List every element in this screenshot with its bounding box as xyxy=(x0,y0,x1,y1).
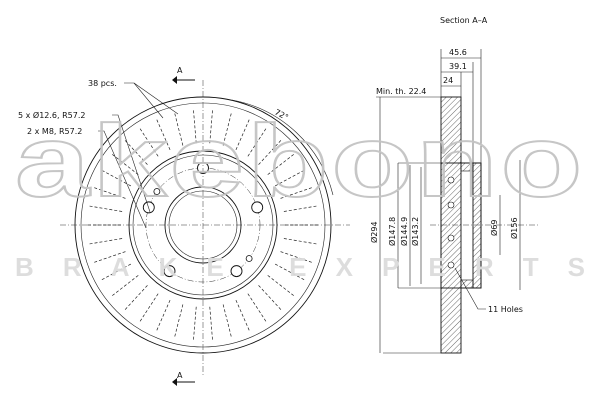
vent-slot xyxy=(156,299,171,332)
holes-leader xyxy=(454,267,486,310)
vent-slot xyxy=(88,238,123,245)
vents-note: 38 pcs. xyxy=(88,79,117,88)
cut-label-bottom: A xyxy=(177,371,183,380)
section-view: Section A–A 45.6 39.1 24 Min. th. 22.4 xyxy=(369,16,540,354)
vent-slot xyxy=(247,293,267,323)
hat-wall-bottom xyxy=(460,279,474,289)
dim-d-147: Ø147.8 xyxy=(387,217,397,246)
ring-vent-holes xyxy=(447,176,455,269)
dim-width-overall: 45.6 xyxy=(449,48,467,57)
hat-wall-top xyxy=(460,162,474,172)
min-thickness-note: Min. th. 22.4 xyxy=(376,87,426,96)
vent-slot xyxy=(111,275,139,297)
vent-slot xyxy=(267,153,295,175)
vent-slot xyxy=(124,285,148,311)
vent-holes xyxy=(87,109,319,341)
bolt-hole xyxy=(163,265,176,278)
vent-slot xyxy=(247,127,267,157)
watermark-tagline: BRAKE EXPERTS xyxy=(15,252,585,282)
bolt-holes-leader xyxy=(112,114,151,213)
vent-slot xyxy=(258,139,282,165)
vent-slot xyxy=(111,153,139,175)
vent-slot xyxy=(258,285,282,311)
dim-d-outer: Ø294 xyxy=(369,221,379,243)
dim-d-156: Ø156 xyxy=(509,217,519,239)
vent-slot xyxy=(139,127,159,157)
front-view: A A 72° 38 pcs. 5 x Ø12.6, R57.2 2 x M8,… xyxy=(18,66,350,386)
vent-slot xyxy=(139,293,159,323)
threaded-hole xyxy=(245,255,253,262)
watermark-brand: akebono xyxy=(15,104,585,218)
vent-slot xyxy=(274,169,306,187)
vent-slot xyxy=(88,205,123,212)
threaded-hole xyxy=(153,188,161,195)
vent-slot xyxy=(100,169,132,187)
vent-slot xyxy=(274,263,306,281)
dim-d-69: Ø69 xyxy=(489,220,499,236)
angle-arc xyxy=(231,99,334,196)
vent-slot xyxy=(222,304,232,338)
vent-slot xyxy=(93,251,126,263)
vent-slot xyxy=(156,118,171,151)
dim-d-143: Ø143.2 xyxy=(410,217,420,246)
threaded-holes-leader xyxy=(98,130,147,229)
watermark: akebono BRAKE EXPERTS xyxy=(14,103,585,282)
vent-slot xyxy=(283,238,318,245)
vent-slot xyxy=(193,109,197,144)
vent-slot xyxy=(283,205,318,212)
bolt-hole xyxy=(251,201,264,214)
vent-slot xyxy=(100,263,132,281)
holes-note: 11 Holes xyxy=(488,305,523,314)
vent-slot xyxy=(174,112,184,146)
hat-face xyxy=(472,162,482,289)
vent-slot xyxy=(174,304,184,338)
threaded-holes-note: 2 x M8, R57.2 xyxy=(27,127,82,136)
dim-width-disc: 24 xyxy=(443,76,453,85)
bolt-holes-note: 5 x Ø12.6, R57.2 xyxy=(18,110,85,120)
vent-slot xyxy=(235,118,250,151)
vent-slot xyxy=(124,139,148,165)
vent-slot xyxy=(267,275,295,297)
dim-width-hat: 39.1 xyxy=(449,62,467,71)
cut-arrow-bottom xyxy=(172,378,177,386)
vent-slot xyxy=(235,299,250,332)
vent-slot xyxy=(93,187,126,199)
vent-slot xyxy=(280,251,313,263)
section-title: Section A–A xyxy=(440,16,488,25)
vents-leader-2 xyxy=(133,82,179,115)
cut-label-top: A xyxy=(177,66,183,75)
dim-d-144: Ø144.9 xyxy=(399,217,409,246)
bolt-hole xyxy=(230,265,243,278)
vent-slot xyxy=(193,306,197,341)
vent-slot xyxy=(209,306,213,341)
cut-arrow-top xyxy=(172,76,177,84)
vent-slot xyxy=(209,109,213,144)
vent-slot xyxy=(280,187,313,199)
vent-slot xyxy=(222,112,232,146)
